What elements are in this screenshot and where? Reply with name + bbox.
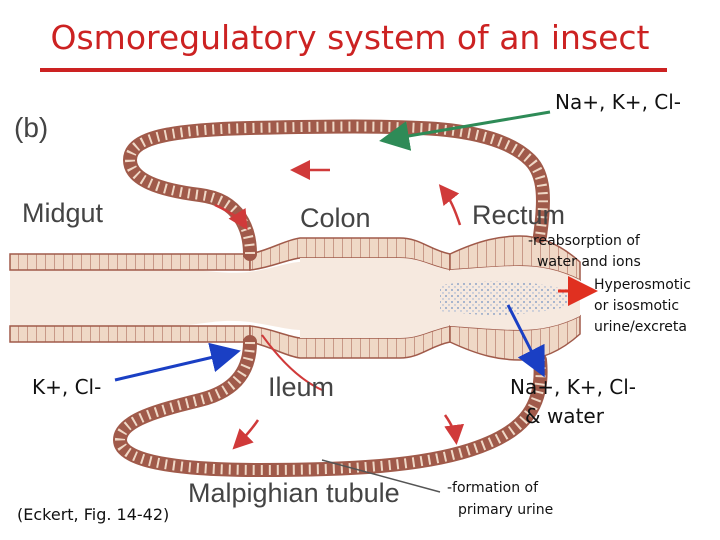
annotation-ions-right-line1: Na+, K+, Cl-	[510, 375, 637, 399]
annotation-urine-line1: Hyperosmotic	[594, 277, 691, 293]
title-underline	[40, 68, 667, 72]
annotation-ions-top: Na+, K+, Cl-	[555, 90, 682, 114]
page-title: Osmoregulatory system of an insect	[50, 18, 650, 57]
annotation-reabsorption-line1: -reabsorption of	[528, 233, 640, 249]
malpighian-tubule-upper	[122, 119, 550, 261]
annotation-urine-line2: or isosmotic	[594, 298, 680, 314]
label-colon: Colon	[300, 203, 371, 233]
flow-arrow-5	[232, 419, 260, 450]
arrow-ions-in-top	[379, 110, 551, 151]
annotation-formation-line2: primary urine	[458, 502, 554, 518]
arrow-ions-left	[114, 342, 241, 382]
annotation-ions-left: K+, Cl-	[32, 375, 102, 399]
arrow-primary-urine	[321, 459, 441, 493]
flow-arrow-6	[443, 414, 465, 445]
arrow-ions-right	[506, 304, 545, 378]
citation: (Eckert, Fig. 14-42)	[17, 505, 170, 524]
label-rectum: Rectum	[472, 200, 566, 230]
midgut-wall-lower	[9, 325, 251, 343]
annotation-formation-line1: -formation of	[447, 480, 539, 496]
label-ileum: Ileum	[268, 372, 335, 402]
label-midgut: Midgut	[22, 198, 104, 228]
gut-lumen	[10, 262, 300, 330]
flow-arrow-4	[261, 334, 323, 391]
flow-arrow-2	[214, 203, 248, 231]
flow-arrow-3	[438, 184, 462, 226]
label-malpighian-tubule: Malpighian tubule	[188, 478, 400, 508]
annotation-urine-line3: urine/excreta	[594, 319, 687, 335]
midgut-wall-upper	[9, 253, 251, 271]
panel-label: (b)	[14, 112, 49, 143]
annotation-ions-right-line2: & water	[525, 404, 604, 428]
excreta-dots	[440, 281, 570, 315]
colon-lumen	[300, 258, 450, 338]
annotation-reabsorption-line2: water and ions	[537, 254, 641, 270]
